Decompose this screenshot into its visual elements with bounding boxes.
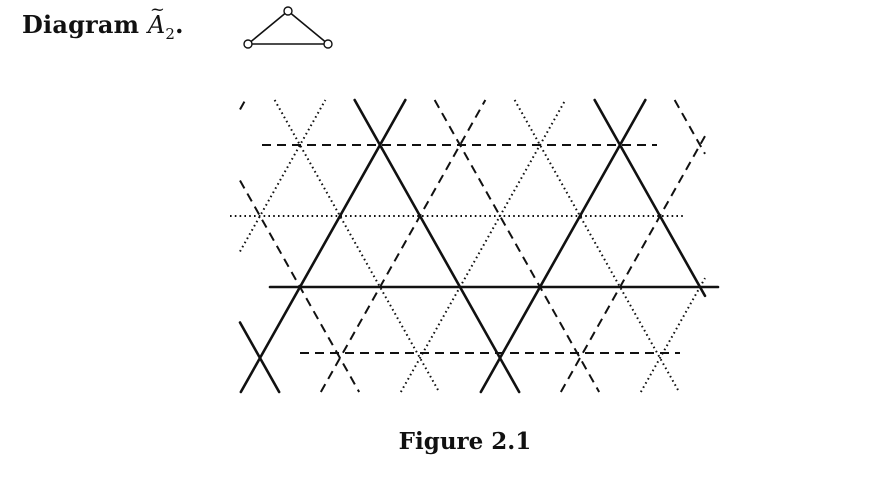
- dynkin-node: [283, 6, 293, 16]
- dynkin-node: [323, 39, 333, 49]
- lattice-line-diagonal-b: [479, 98, 647, 394]
- diagram-suffix: .: [175, 10, 184, 39]
- lattice-line-diagonal-a: [673, 99, 706, 155]
- lattice-line-diagonal-b: [559, 135, 706, 393]
- lattice-line-diagonal-b: [239, 99, 327, 252]
- lattice-line-diagonal-b: [239, 98, 407, 394]
- lattice-line-diagonal-a: [513, 99, 681, 393]
- lattice-line-diagonal-b: [399, 99, 567, 393]
- dynkin-diagram: [243, 6, 333, 49]
- dynkin-node: [243, 39, 253, 49]
- lattice-line-diagonal-a: [273, 99, 441, 393]
- dynkin-edge: [287, 10, 329, 45]
- diagram-symbol: ~A2: [147, 0, 176, 43]
- lattice-line-diagonal-a: [353, 98, 521, 394]
- lattice-line-diagonal-a: [593, 98, 707, 298]
- lattice-line-diagonal-a: [433, 99, 601, 393]
- diagram-heading: Diagram ~A2.: [22, 0, 184, 43]
- dynkin-edge: [247, 10, 289, 45]
- lattice-line-diagonal-b: [319, 99, 487, 393]
- lattice-line-diagonal-b: [639, 277, 706, 393]
- diagram-label: Diagram: [22, 10, 140, 39]
- figure-caption: Figure 2.1: [398, 428, 532, 455]
- lattice-line-diagonal-b: [239, 99, 247, 110]
